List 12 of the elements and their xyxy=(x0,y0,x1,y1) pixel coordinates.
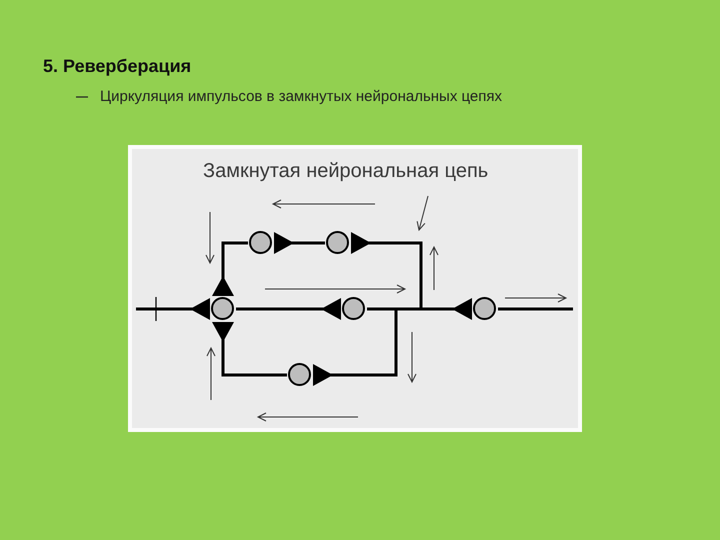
axon-connection xyxy=(236,298,341,320)
axon-connection xyxy=(274,232,325,254)
axon-connection xyxy=(212,322,287,376)
circuit-title: Замкнутая нейрональная цепь xyxy=(203,160,513,183)
bullet-text: Циркуляция импульсов в замкнутых нейрональных цепях xyxy=(100,88,502,105)
axon-connection xyxy=(351,232,422,310)
axon-connection xyxy=(212,242,248,296)
axon-connection xyxy=(136,298,210,320)
leader-line xyxy=(416,196,428,230)
axon-connection xyxy=(313,308,398,386)
axon-connection xyxy=(498,308,573,310)
slide-heading: 5. Реверберация xyxy=(43,56,192,77)
